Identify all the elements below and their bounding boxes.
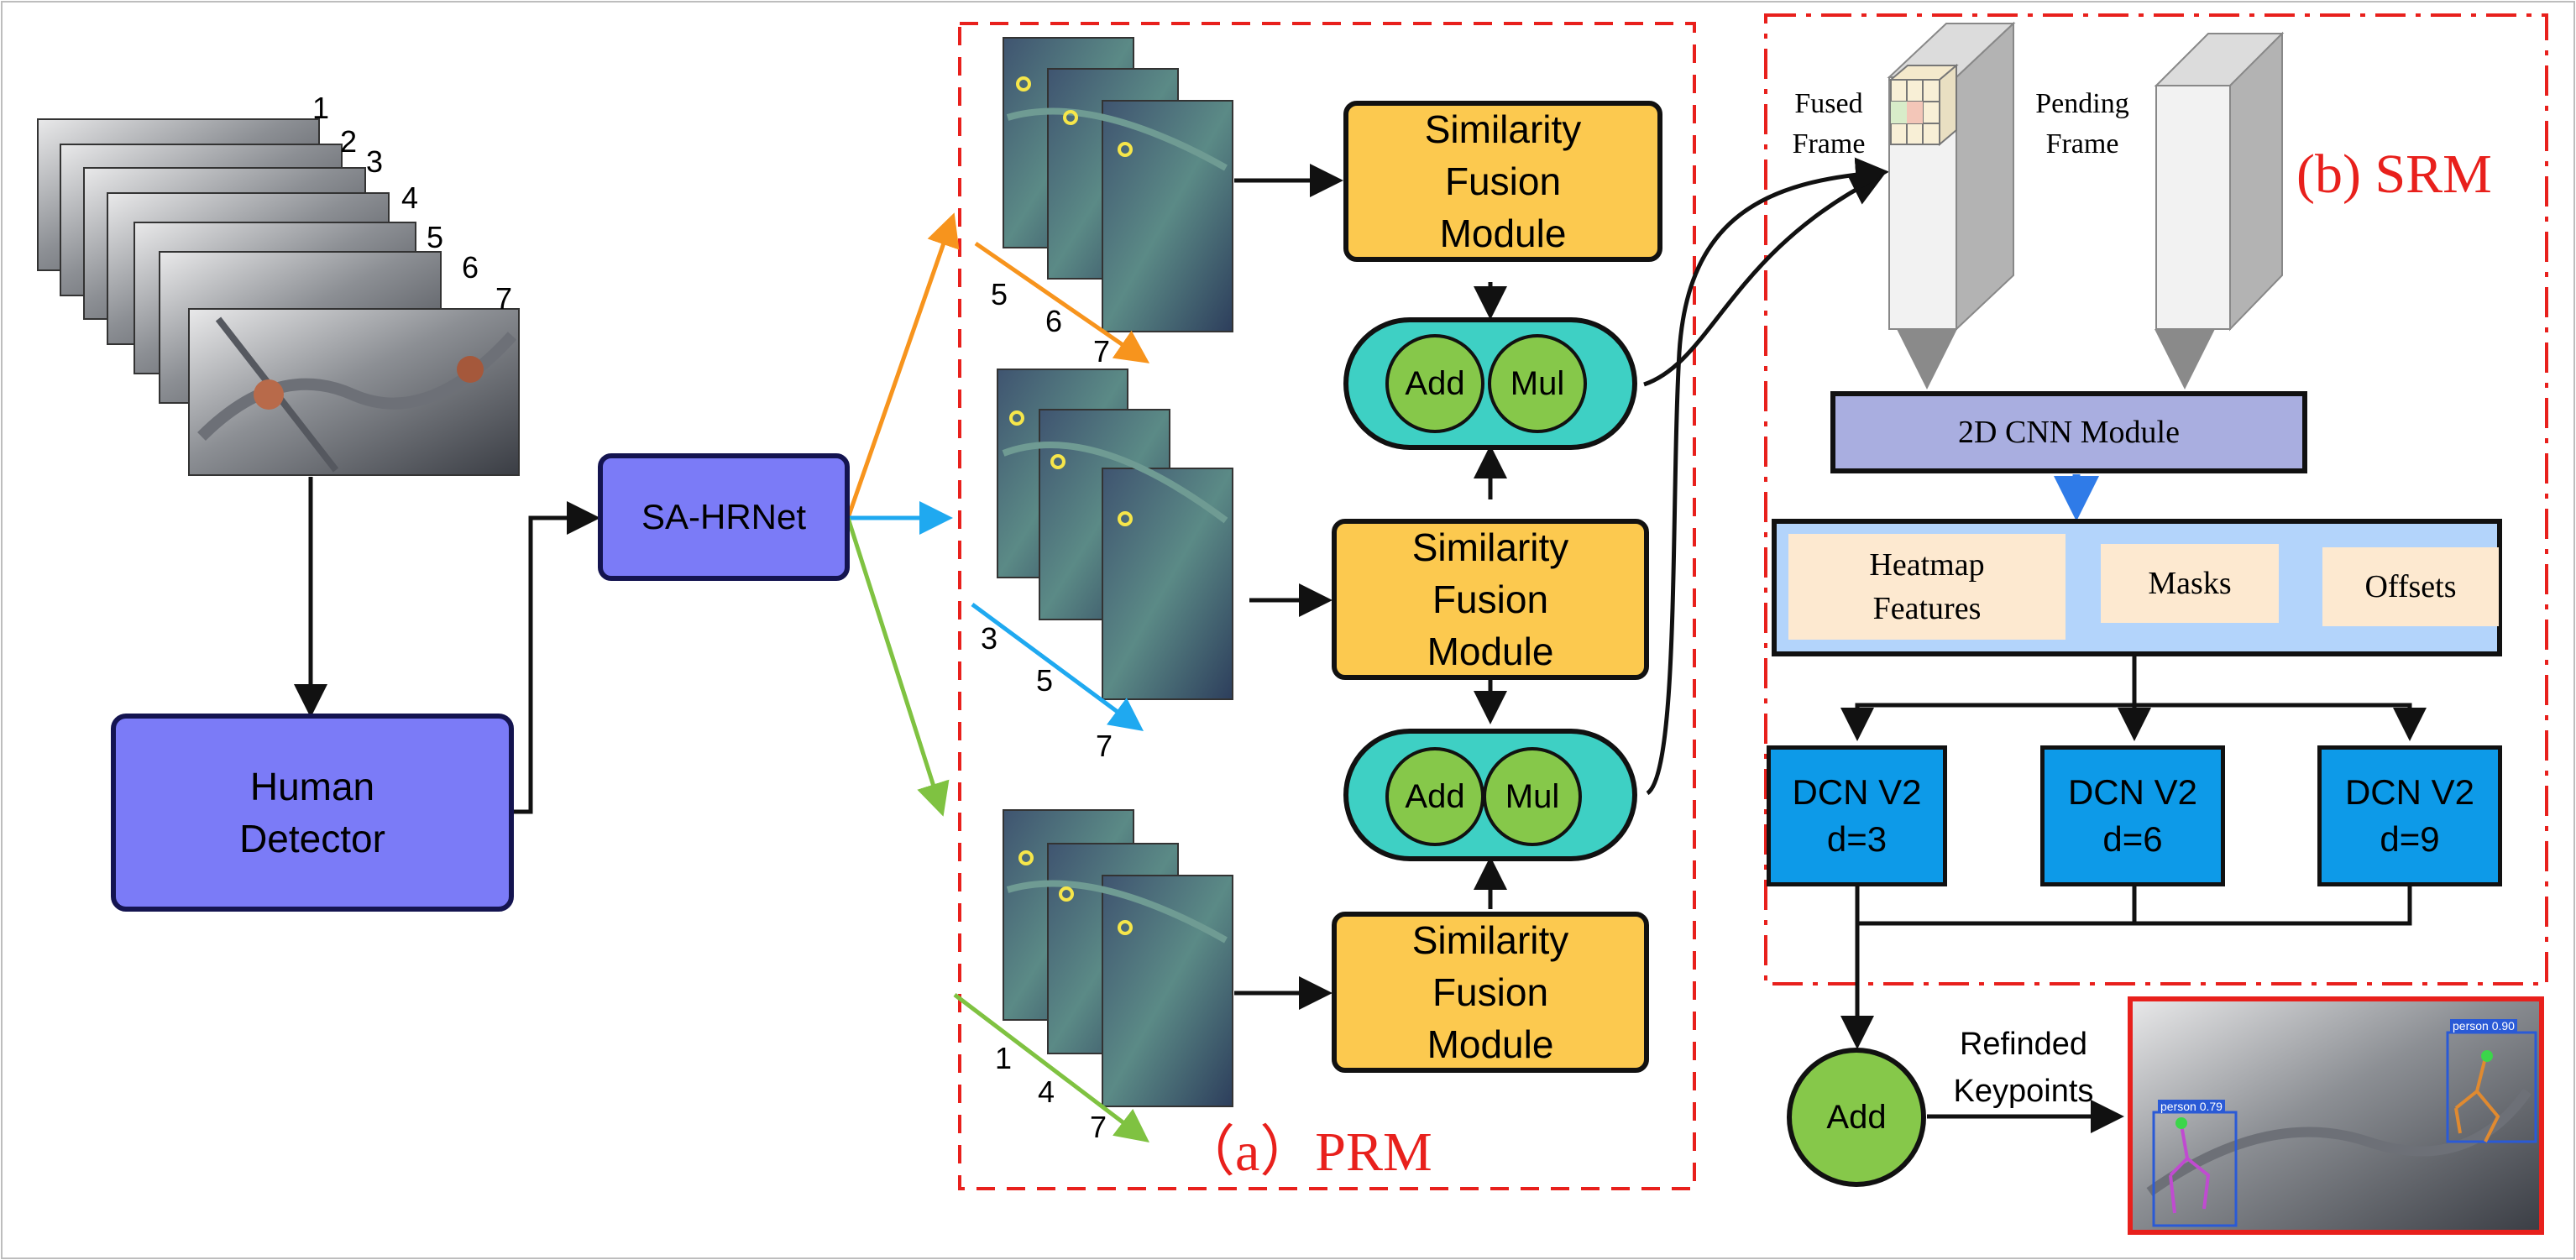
srm-region-border	[1764, 13, 2548, 986]
sa-hrnet-block: SA-HRNet	[598, 453, 850, 581]
dcn-name: DCN V2	[2344, 772, 2475, 812]
pending-frame-block	[2154, 31, 2285, 332]
mul-label: Mul	[1505, 777, 1560, 815]
detection-tag: person 0.79	[2158, 1100, 2225, 1113]
heatmap-group-1	[1003, 37, 1233, 332]
heatmap-group-3	[1003, 809, 1233, 1107]
dcn-block-2: DCN V2 d=6	[2040, 745, 2225, 886]
heatmap-group-2	[997, 369, 1233, 700]
detection-tag: person 0.90	[2450, 1019, 2517, 1033]
frame-number: 6	[462, 250, 479, 285]
cnn-module-block: 2D CNN Module	[1830, 391, 2307, 473]
pill1-to-fused-frame-arrow	[1643, 174, 1885, 387]
features-to-dcn1-arrow	[1840, 655, 2137, 741]
masks-label: Masks	[2148, 566, 2232, 601]
output-keypoint-image	[2128, 996, 2544, 1235]
fusion-label: Similarity Fusion Module	[1411, 918, 1569, 1066]
group2-frame-number: 7	[1096, 729, 1113, 763]
group1-frame-number: 5	[991, 277, 1008, 311]
heatmap-features-label: Heatmap Features	[1869, 547, 1985, 626]
dcn-block-1: DCN V2 d=3	[1767, 745, 1947, 886]
features-to-dcn3-arrow	[2134, 703, 2427, 741]
masks-box: Masks	[2101, 544, 2279, 623]
dcn-param: d=3	[1826, 819, 1887, 859]
group1-frame-number: 7	[1093, 334, 1111, 369]
prm-region-border	[958, 22, 1696, 1190]
group3-frame-number: 7	[1090, 1110, 1107, 1144]
frame-number: 4	[401, 180, 419, 215]
heatmap-features-box: Heatmap Features	[1788, 534, 2066, 640]
detector-to-hrnet-arrow	[514, 501, 600, 814]
similarity-fusion-module-2: Similarity Fusion Module	[1332, 519, 1649, 680]
orange-time-arrow	[974, 241, 1150, 363]
human-detector-label: Human Detector	[239, 765, 385, 860]
pill2-to-fused-frame-arrow	[1646, 157, 1889, 796]
refined-keypoints-label: Refinded Keypoints	[1953, 1027, 2094, 1109]
add-label: Add	[1405, 364, 1465, 402]
fused-frame-block	[1887, 21, 2016, 332]
cnn-label: 2D CNN Module	[1958, 415, 2180, 450]
mul-label: Mul	[1510, 364, 1565, 402]
sa-hrnet-label: SA-HRNet	[641, 497, 807, 536]
final-add-circle: Add	[1787, 1048, 1926, 1187]
offsets-box: Offsets	[2322, 547, 2499, 626]
dcn-param: d=6	[2102, 819, 2163, 859]
dcn-name: DCN V2	[2067, 772, 2198, 812]
group2-frame-number: 5	[1036, 663, 1054, 698]
frame-number: 3	[366, 144, 384, 179]
group3-frame-number: 1	[995, 1041, 1013, 1075]
frame-number: 5	[427, 220, 444, 254]
frame-number: 2	[340, 124, 358, 159]
human-detector-block: Human Detector	[111, 714, 514, 912]
dcn-param: d=9	[2380, 819, 2440, 859]
group1-frame-number: 6	[1045, 304, 1063, 338]
add-op-circle: Add	[1385, 334, 1484, 433]
similarity-fusion-module-3: Similarity Fusion Module	[1332, 912, 1649, 1073]
offsets-label: Offsets	[2364, 569, 2457, 604]
frame-number: 1	[312, 91, 330, 125]
fusion-label: Similarity Fusion Module	[1411, 525, 1569, 673]
orange-branch-arrow	[846, 212, 960, 519]
green-branch-arrow	[846, 517, 950, 817]
dcn3-merge-line	[2134, 886, 2412, 926]
blue-time-arrow	[971, 602, 1144, 731]
input-frame-stack	[37, 118, 520, 476]
add-op-circle: Add	[1385, 747, 1484, 846]
pending-frame-label: Pending Frame	[2035, 88, 2129, 159]
frame-number: 7	[495, 281, 513, 316]
group2-frame-number: 3	[981, 621, 998, 656]
dcn-name: DCN V2	[1792, 772, 1922, 812]
prm-title: （a）PRM	[1180, 1121, 1432, 1183]
dcn2-merge-line	[1857, 886, 2137, 926]
mul-op-circle: Mul	[1488, 334, 1587, 433]
add-label: Add	[1405, 777, 1465, 815]
srm-title: (b) SRM	[2296, 144, 2492, 205]
fusion-label: Similarity Fusion Module	[1424, 107, 1582, 255]
final-add-label: Add	[1826, 1098, 1887, 1136]
mul-op-circle: Mul	[1483, 747, 1582, 846]
green-time-arrow	[953, 993, 1149, 1143]
group3-frame-number: 4	[1038, 1074, 1055, 1109]
dcn-block-3: DCN V2 d=9	[2317, 745, 2502, 886]
fused-frame-label: Fused Frame	[1792, 88, 1866, 159]
similarity-fusion-module-1: Similarity Fusion Module	[1343, 101, 1662, 262]
